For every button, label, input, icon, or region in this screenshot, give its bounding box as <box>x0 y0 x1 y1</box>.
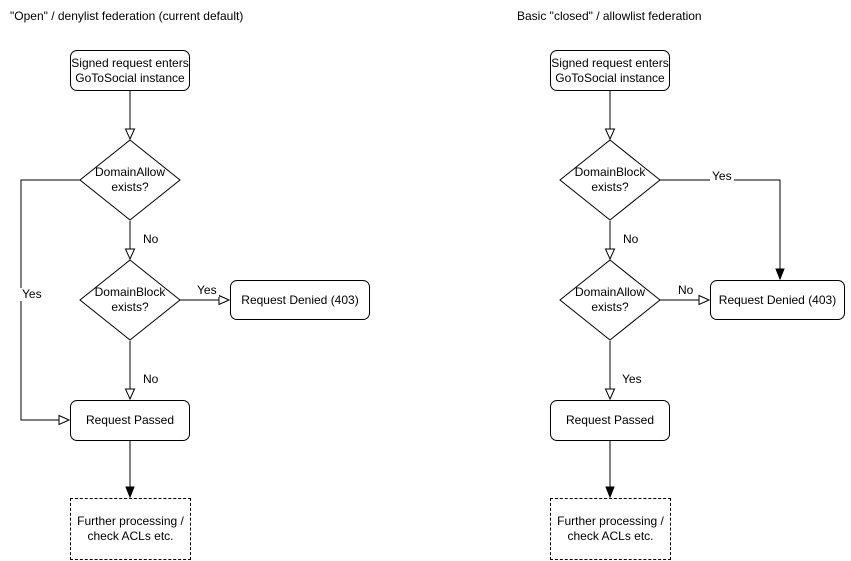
decision-diamonds <box>79 139 661 341</box>
left-request-denied-node: Request Denied (403) <box>230 280 370 320</box>
left-diagram-title: "Open" / denylist federation (current de… <box>10 9 244 23</box>
right-domainallow-yes-label: Yes <box>620 372 644 386</box>
right-request-denied-node: Request Denied (403) <box>710 280 845 320</box>
right-domainblock-diamond-shape <box>559 139 661 221</box>
right-flow-edges <box>610 91 780 497</box>
left-further-processing-node: Further processing / check ACLs etc. <box>70 498 191 560</box>
right-domainblock-no-label: No <box>621 232 641 246</box>
edge-domainblock-yes-to-denied <box>660 179 780 279</box>
left-request-passed-node: Request Passed <box>70 400 190 441</box>
left-domainblock-no-label: No <box>141 372 161 386</box>
left-domainblock-diamond-shape <box>79 259 181 341</box>
right-diagram-title: Basic "closed" / allowlist federation <box>517 9 702 23</box>
right-further-processing-node: Further processing / check ACLs etc. <box>550 498 671 560</box>
left-start-node: Signed request enters GoToSocial instanc… <box>70 50 190 91</box>
right-domainallow-no-label: No <box>676 283 696 297</box>
right-domainblock-yes-label: Yes <box>710 169 734 183</box>
left-domainallow-yes-label: Yes <box>20 287 44 301</box>
right-request-passed-node: Request Passed <box>550 400 670 441</box>
right-domainallow-diamond-shape <box>559 259 661 341</box>
left-domainallow-no-label: No <box>141 232 161 246</box>
left-domainallow-diamond-shape <box>79 139 181 221</box>
right-start-node: Signed request enters GoToSocial instanc… <box>550 50 670 91</box>
left-domainblock-yes-label: Yes <box>195 283 219 297</box>
